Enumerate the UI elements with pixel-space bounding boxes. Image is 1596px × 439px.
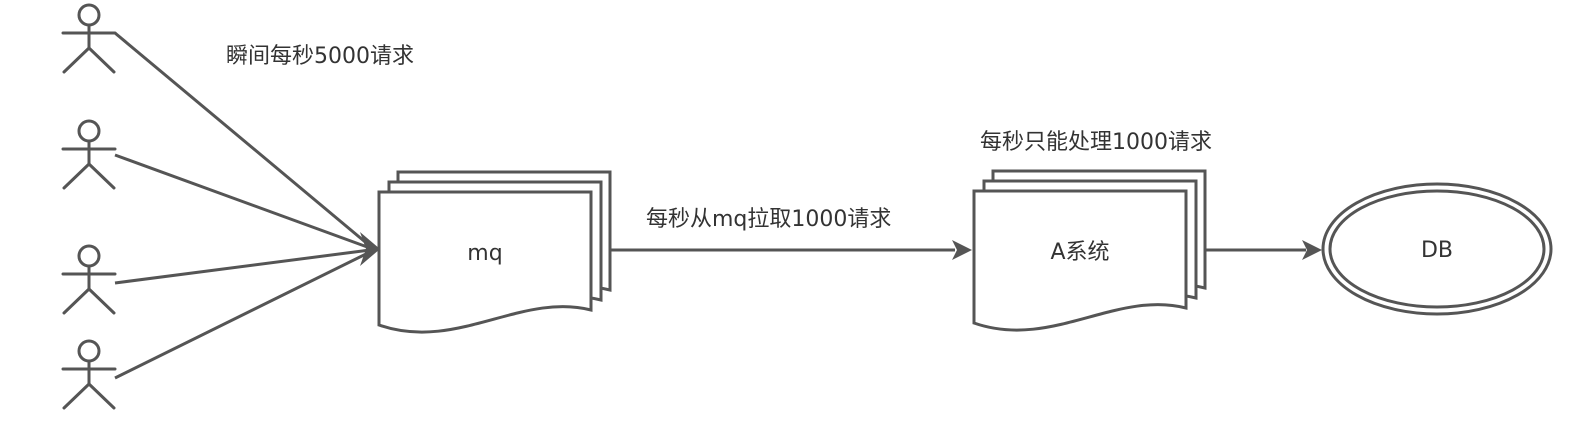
arrowhead-into-system-a [952, 240, 972, 260]
capacity-label: 每秒只能处理1000请求 [980, 130, 1212, 155]
arrowhead-into-mq [360, 232, 380, 266]
db-node: DB [1321, 182, 1553, 316]
user-actor-1 [61, 3, 117, 74]
user-actor-4 [61, 339, 117, 410]
edge-user1-to-mq [114, 31, 371, 248]
mq-node: mq [377, 170, 612, 334]
user-actor-3 [61, 244, 117, 315]
db-label: DB [1421, 238, 1453, 263]
edge-user4-to-mq [114, 250, 371, 380]
edge-user3-to-mq [114, 248, 371, 285]
system-a-node: A系统 [972, 169, 1207, 332]
pull-rate-label: 每秒从mq拉取1000请求 [646, 207, 891, 232]
user-actor-2 [61, 119, 117, 190]
arrowhead-into-db [1302, 240, 1322, 260]
edge-user2-to-mq [114, 153, 371, 250]
burst-requests-label: 瞬间每秒5000请求 [226, 44, 414, 69]
mq-label: mq [467, 241, 502, 266]
system-a-label: A系统 [1050, 240, 1109, 265]
